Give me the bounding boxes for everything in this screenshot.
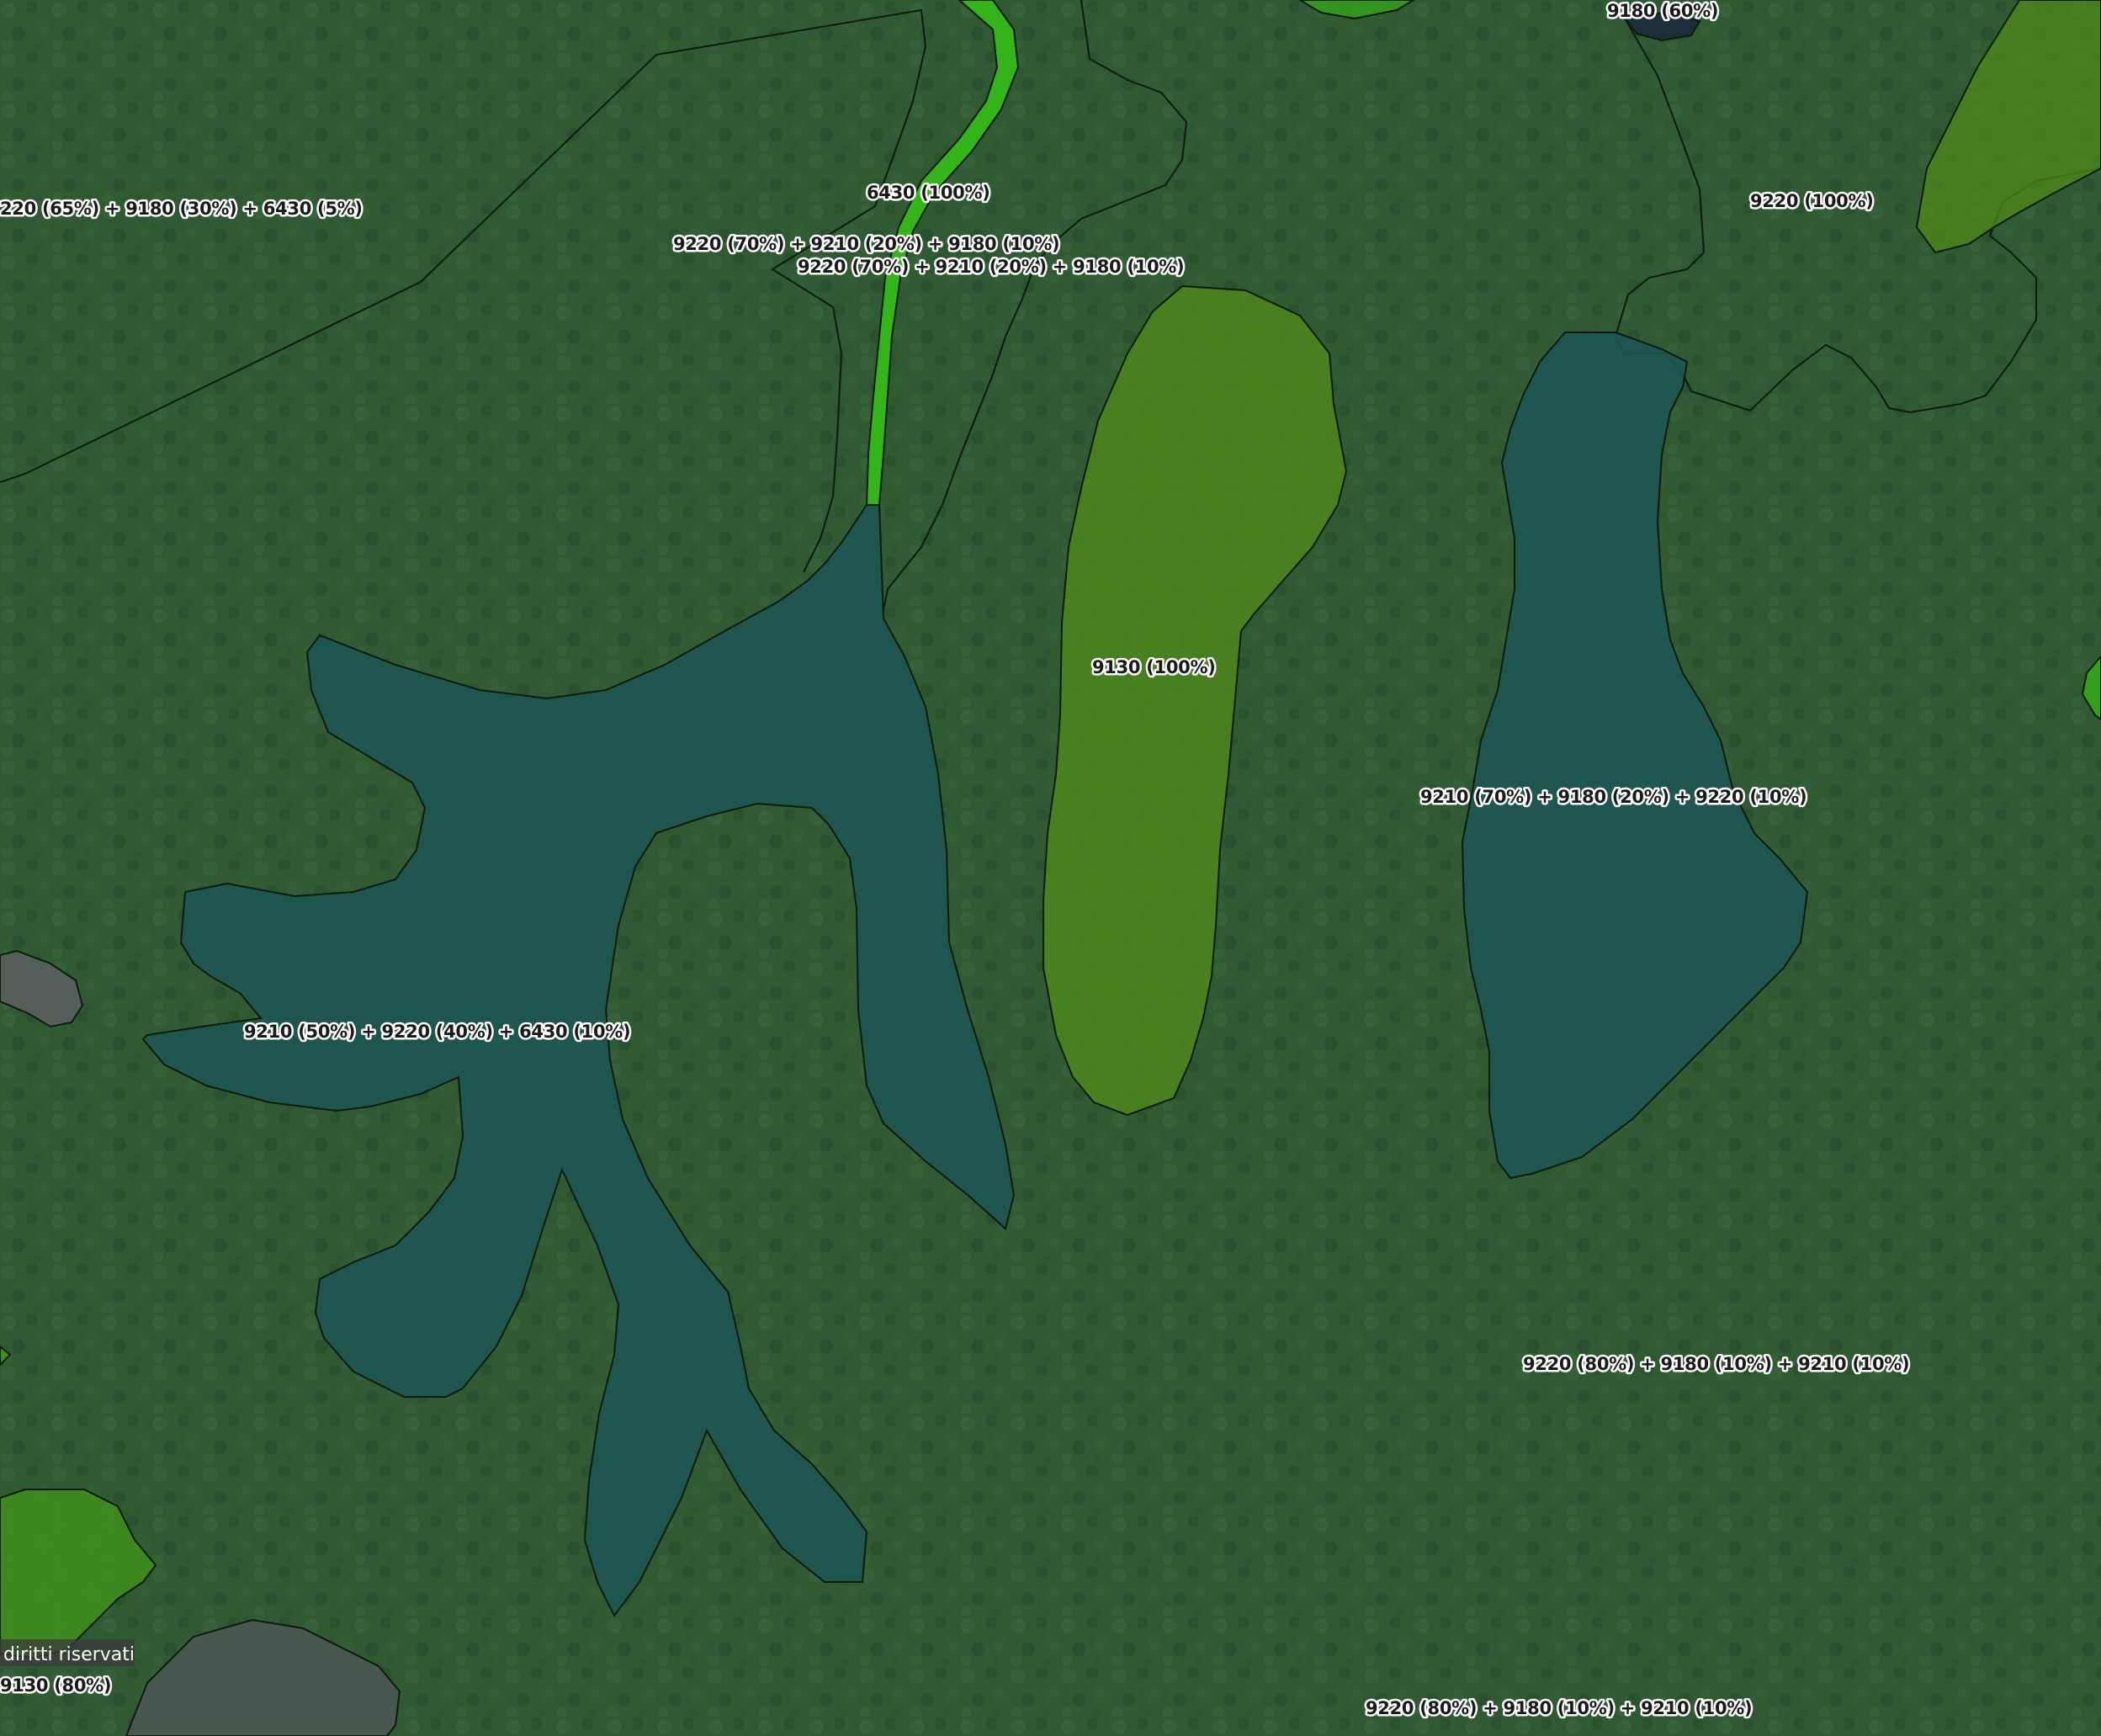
boundary-line-nw — [0, 8, 927, 573]
rock-polygon-west[interactable] — [0, 949, 84, 1028]
rock-polygon-sw[interactable] — [125, 1618, 401, 1736]
polygon-label: 220 (65%) + 9180 (30%) + 6430 (5%) — [0, 199, 363, 219]
polygon-label: 9220 (70%) + 9210 (20%) + 9180 (10%) — [673, 234, 1059, 254]
boundary-line-north-center — [883, 0, 1188, 611]
polygon-label: 9220 (80%) + 9180 (10%) + 9210 (10%) — [1366, 1698, 1752, 1718]
polygon-label: 9130 (100%) — [1092, 657, 1216, 677]
attribution-background — [0, 1639, 135, 1666]
boundary-line-ne — [1614, 16, 2101, 414]
polygon-label: 9130 (80%) — [0, 1675, 111, 1696]
polygon-label: 9220 (80%) + 9180 (10%) + 9210 (10%) — [1523, 1354, 1909, 1374]
attribution-text: diritti riservati — [3, 1644, 135, 1665]
polygon-labels: 220 (65%) + 9180 (30%) + 6430 (5%) 6430 … — [0, 0, 1912, 1721]
habitat-polygon-east-edge[interactable] — [2081, 655, 2101, 721]
habitat-polygon-west-edge[interactable] — [0, 1345, 12, 1367]
habitat-polygon-9180[interactable] — [1622, 11, 1701, 42]
habitat-polygon-9210-branching[interactable] — [141, 504, 1016, 1617]
habitat-polygon-top[interactable] — [1298, 0, 1415, 20]
habitat-polygon-ne[interactable] — [1915, 0, 2101, 254]
polygon-label: 9220 (100%) — [1750, 191, 1874, 211]
polygon-label: 9210 (50%) + 9220 (40%) + 6430 (10%) — [244, 1022, 630, 1042]
polygon-label: 9220 (70%) + 9210 (20%) + 9180 (10%) — [798, 257, 1184, 277]
polygon-label: 9180 (60%) — [1607, 1, 1718, 21]
habitat-polygon-9210-east[interactable] — [1461, 332, 1809, 1180]
polygon-label: 6430 (100%) — [867, 183, 990, 203]
habitat-polygon-9130[interactable] — [1043, 284, 1348, 1117]
parcel-boundaries — [0, 0, 2101, 611]
polygon-label: 9210 (70%) + 9180 (20%) + 9220 (10%) — [1420, 787, 1807, 807]
